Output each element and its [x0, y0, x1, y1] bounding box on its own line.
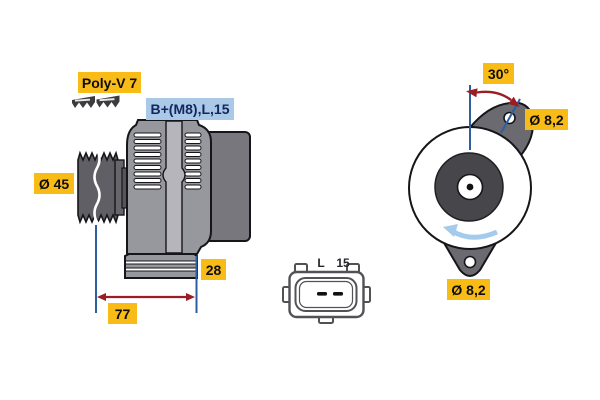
connector-pins — [317, 292, 343, 296]
belt-type-label: Poly-V 7 — [78, 72, 141, 93]
depth-dimension-label: 28 — [201, 259, 226, 280]
vent-slots — [133, 132, 202, 190]
break-line — [93, 149, 101, 230]
pulley-diameter-label: Ø 45 — [34, 173, 74, 194]
connector-pin-l-label: L — [317, 255, 325, 270]
body-center-rib — [162, 120, 186, 254]
connector-pin-15-label: 15 — [336, 255, 350, 270]
mounting-foot — [124, 253, 198, 279]
extension-lines — [95, 225, 198, 313]
angle-measure-arrow — [466, 88, 520, 108]
rotation-direction-ccw-arrow — [443, 224, 499, 240]
mounting-hole-bottom-label: Ø 8,2 — [447, 279, 490, 300]
shaft-center-dot — [466, 183, 474, 191]
mounting-hole-top-label: Ø 8,2 — [525, 109, 568, 130]
mounting-hole-bottom — [463, 255, 477, 269]
length-dimension-label: 77 — [108, 303, 137, 324]
mounting-angle-label: 30° — [483, 63, 514, 84]
belt-profile-icon — [96, 95, 120, 108]
connector-diagram — [282, 263, 371, 324]
alternator-front-view — [408, 85, 535, 277]
length-dimension-arrow — [97, 293, 195, 301]
alternator-side-view — [72, 95, 251, 313]
belt-profile-icon — [72, 96, 95, 108]
terminal-designation-label: B+(M8),L,15 — [146, 98, 234, 120]
pulley — [77, 149, 130, 230]
